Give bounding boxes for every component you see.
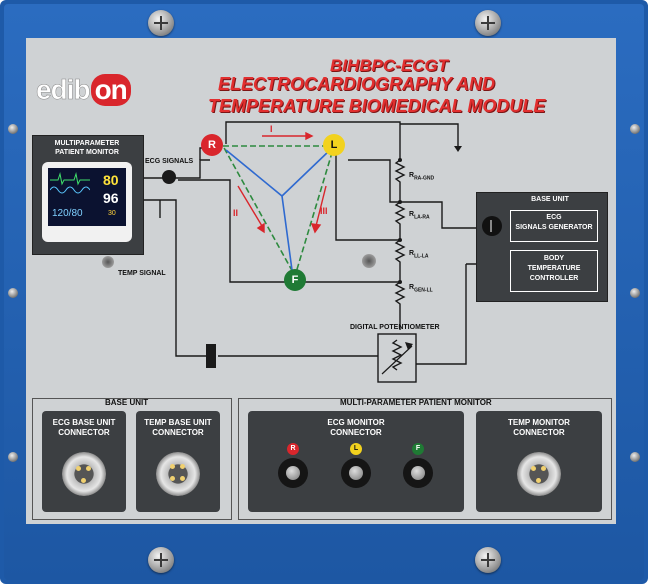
- knob-icon[interactable]: [102, 256, 114, 268]
- heart-rate-value: 80: [103, 172, 119, 188]
- base-unit-jack[interactable]: [482, 216, 502, 236]
- body-temp-controller-box: [510, 250, 598, 292]
- resistor-ll-la-label: RLL-LA: [409, 250, 429, 260]
- logo-badge: on: [90, 74, 131, 106]
- ecg-base-connector-label-line2: CONNECTOR: [58, 428, 110, 437]
- module-title-line1: ELECTROCARDIOGRAPHY AND: [218, 74, 496, 94]
- patient-monitor-title-line1: MULTIPARAMETER: [54, 140, 120, 147]
- ecg-signal-connector: [162, 170, 176, 184]
- screw-icon: [630, 124, 640, 134]
- connector-pin: [76, 466, 81, 471]
- ecg-monitor-connector-label-line1: ECG MONITOR: [327, 418, 385, 427]
- screw-icon: [8, 124, 18, 134]
- node-r: R: [201, 134, 223, 156]
- resistor-gen-ll-label: RGEN-LL: [409, 284, 433, 294]
- temp-value: 30: [108, 210, 116, 217]
- base-unit-section-title: BASE UNIT: [105, 398, 149, 407]
- screw-icon: [475, 547, 501, 573]
- resistor-ra-gnd-label: RRA-GND: [409, 172, 435, 182]
- temp-base-connector-label-line1: TEMP BASE UNIT: [144, 418, 212, 427]
- connector-pin: [170, 464, 175, 469]
- connector-pin: [81, 478, 86, 483]
- mpm-section: [238, 398, 612, 520]
- ecg-jack-r[interactable]: [278, 458, 308, 488]
- module-title-line2: TEMPERATURE BIOMEDICAL MODULE: [208, 96, 546, 116]
- connector-pin: [531, 466, 536, 471]
- lead-i-label: I: [270, 124, 273, 134]
- spo2-value: 96: [103, 190, 119, 206]
- temp-base-connector-label-line2: CONNECTOR: [152, 428, 204, 437]
- jack-r-indicator: R: [287, 443, 299, 455]
- controller-label-line2: TEMPERATURE: [527, 265, 581, 272]
- temp-signal-label: TEMP SIGNAL: [118, 270, 166, 277]
- ecg-base-unit-connector[interactable]: [62, 452, 106, 496]
- connector-pin: [180, 476, 185, 481]
- node-f: F: [284, 269, 306, 291]
- jack-l-indicator: L: [350, 443, 362, 455]
- ecg-base-connector-label-line1: ECG BASE UNIT: [52, 418, 116, 427]
- knob-icon[interactable]: [362, 254, 376, 268]
- lead-ii-label: II: [233, 208, 239, 218]
- temp-monitor-connector-label-line1: TEMP MONITOR: [508, 418, 570, 427]
- connector-pin: [536, 478, 541, 483]
- generator-label-line2: SIGNALS GENERATOR: [515, 224, 593, 231]
- temp-monitor-connector[interactable]: [517, 452, 561, 496]
- connector-pin: [86, 466, 91, 471]
- ecg-signals-generator-box: [510, 210, 598, 242]
- resistor-la-ra-label: RLA-RA: [409, 211, 430, 221]
- screw-icon: [630, 452, 640, 462]
- lead-iii-label: III: [320, 206, 328, 216]
- screw-icon: [148, 10, 174, 36]
- screw-icon: [8, 288, 18, 298]
- connector-pin: [180, 464, 185, 469]
- connector-pin: [170, 476, 175, 481]
- logo-text: edib: [36, 74, 91, 106]
- controller-label-line3: CONTROLLER: [529, 275, 579, 282]
- base-unit-title: BASE UNIT: [531, 196, 569, 203]
- patient-monitor-title-line2: PATIENT MONITOR: [55, 149, 119, 156]
- screw-icon: [630, 288, 640, 298]
- ecg-jack-f[interactable]: [403, 458, 433, 488]
- ecg-monitor-connector-label-line2: CONNECTOR: [330, 428, 382, 437]
- screw-icon: [475, 10, 501, 36]
- screw-icon: [8, 452, 18, 462]
- module-code: BIHBPC-ECGT: [330, 56, 449, 75]
- mpm-section-title: MULTI-PARAMETER PATIENT MONITOR: [340, 398, 492, 407]
- screw-icon: [148, 547, 174, 573]
- temp-monitor-connector-label-line2: CONNECTOR: [513, 428, 565, 437]
- digital-potentiometer-label: DIGITAL POTENTIOMETER: [350, 324, 440, 331]
- temp-base-unit-connector[interactable]: [156, 452, 200, 496]
- ecg-jack-l[interactable]: [341, 458, 371, 488]
- controller-label-line1: BODY: [543, 255, 565, 262]
- nibp-value: 120/80: [52, 208, 83, 219]
- waveform-icon: [50, 172, 90, 194]
- base-unit-jack-cross: [490, 220, 492, 232]
- connector-pin: [541, 466, 546, 471]
- node-l: L: [323, 134, 345, 156]
- generator-label-line1: ECG: [546, 214, 562, 221]
- jack-f-indicator: F: [412, 443, 424, 455]
- base-unit-section: [32, 398, 232, 520]
- ecg-signals-label: ECG SIGNALS: [145, 158, 194, 165]
